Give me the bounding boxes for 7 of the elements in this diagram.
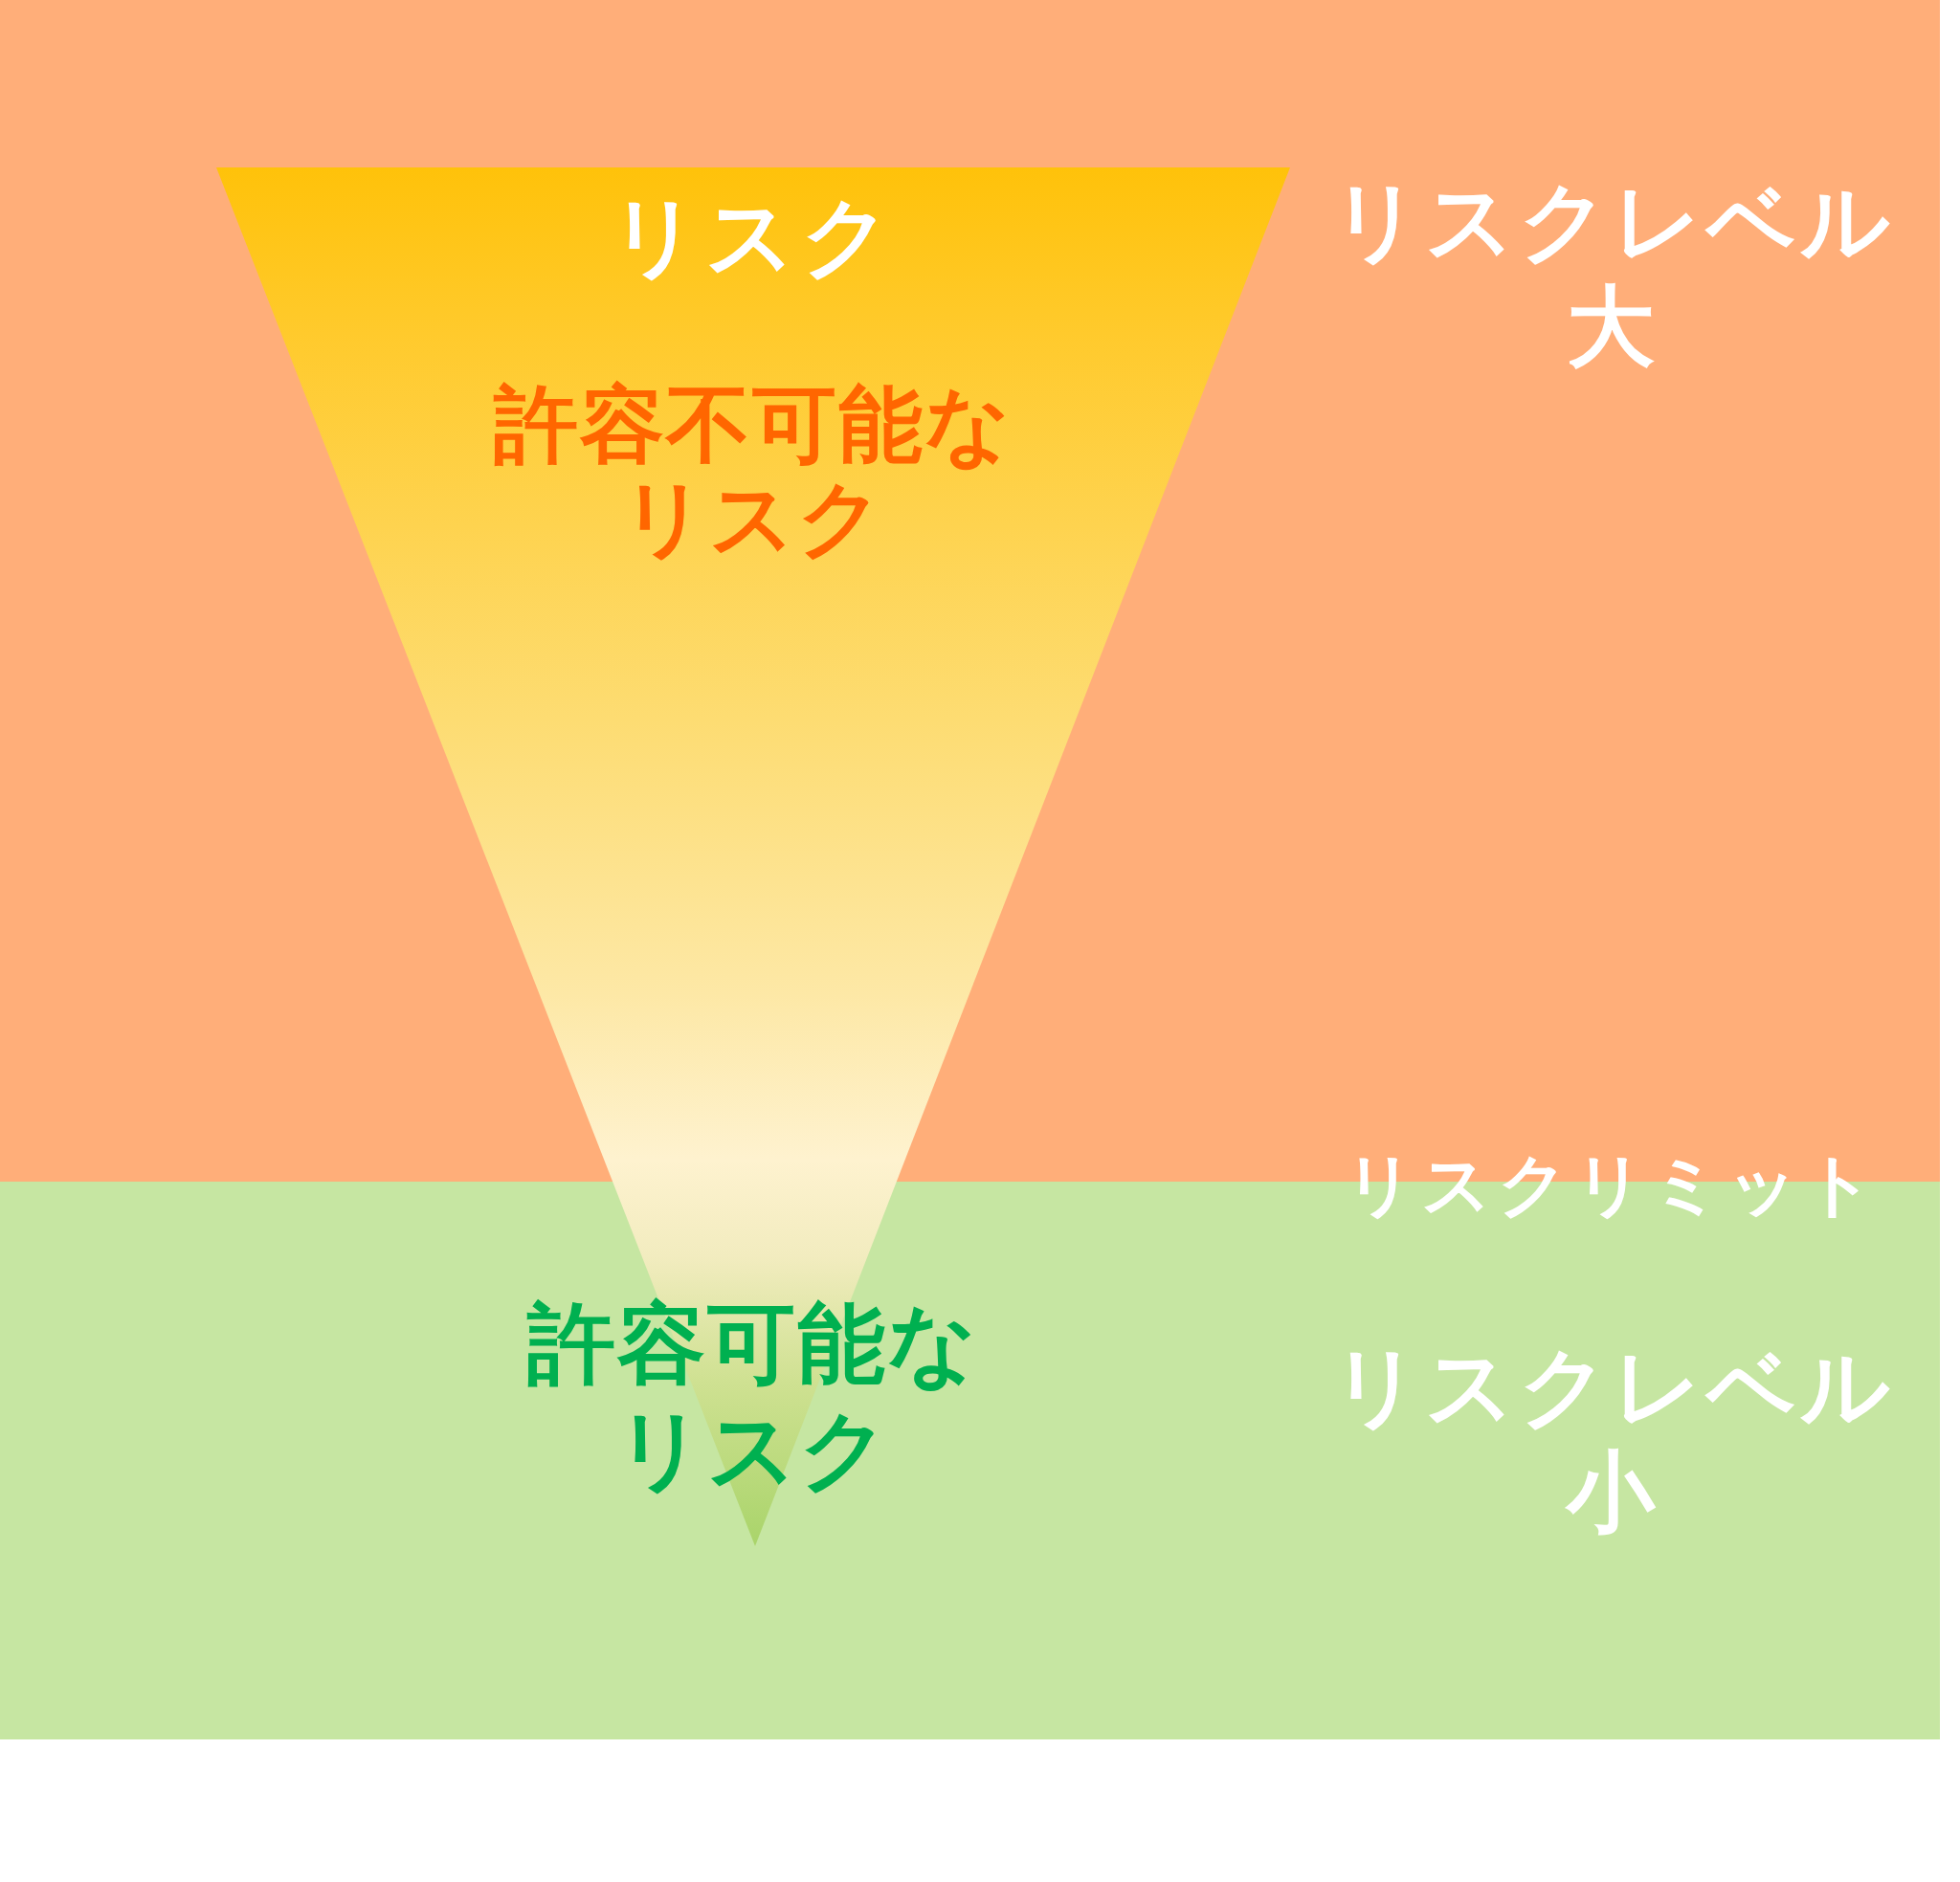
risk-heading: リスク	[609, 185, 898, 290]
risk-level-label: リスクレベル小	[1330, 1335, 1895, 1545]
zone-label: 許容不可能なリスク	[492, 378, 1013, 565]
risk-limit-label: リスクリミット	[1344, 1146, 1882, 1223]
risk-triangle	[216, 167, 1290, 1546]
risk-level-label: リスクレベル大	[1330, 169, 1895, 380]
zone-label: 許容可能なリスク	[525, 1292, 980, 1503]
